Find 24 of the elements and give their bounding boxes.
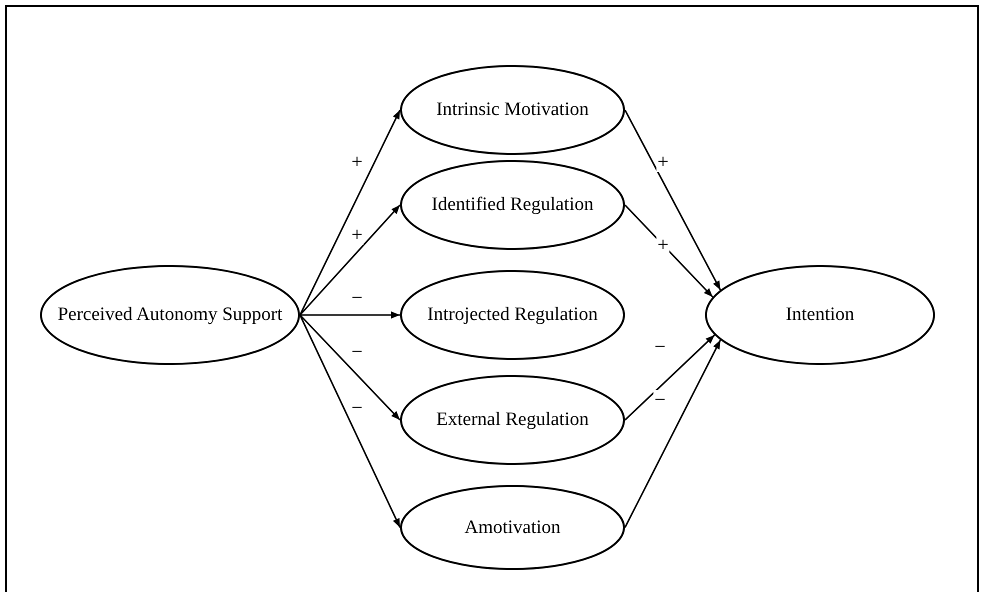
arrow: [299, 204, 401, 316]
arrow: [300, 311, 400, 319]
node-label: External Regulation: [436, 408, 589, 432]
node-label: Introjected Regulation: [427, 303, 598, 327]
arrow: [299, 314, 401, 421]
node-label: Intention: [786, 303, 854, 327]
arrow: [624, 110, 722, 290]
ellipse-node: [400, 485, 625, 570]
ellipse-node: [705, 265, 935, 365]
arrow: [624, 340, 722, 528]
ellipse-node: [400, 375, 625, 465]
ellipse-node: [400, 270, 625, 360]
node-label: Identified Regulation: [432, 193, 594, 217]
ellipse-node: [400, 160, 625, 250]
ellipse-node: [40, 265, 300, 365]
node-label: Perceived Autonomy Support: [58, 303, 282, 327]
arrow: [624, 334, 716, 421]
arrow: [299, 314, 401, 528]
arrow: [299, 110, 401, 316]
node-label: Intrinsic Motivation: [436, 98, 589, 122]
node-label: Amotivation: [464, 516, 561, 540]
ellipse-node: [400, 65, 625, 155]
arrow: [624, 204, 714, 298]
edge-label: +: [656, 235, 670, 255]
